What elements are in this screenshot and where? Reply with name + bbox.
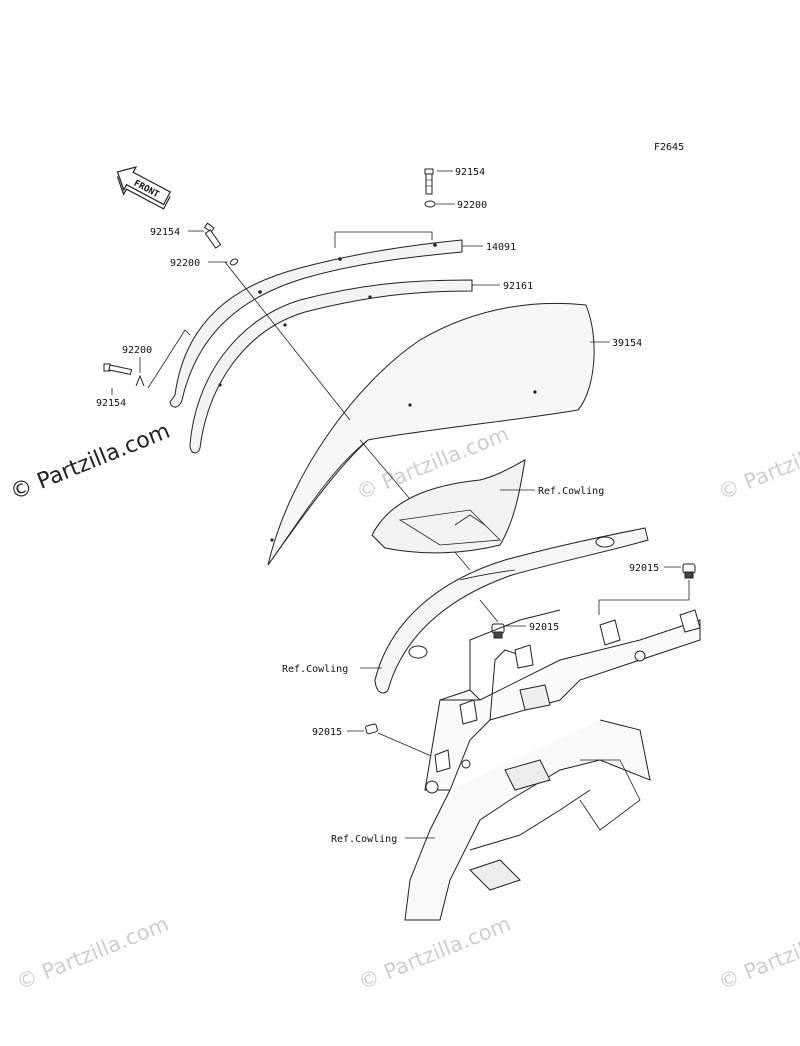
callout-ref-cowling-2: Ref.Cowling <box>282 664 348 675</box>
callout-grommet-left: 92015 <box>312 727 342 738</box>
callout-windshield-bracket: 14091 <box>486 242 516 253</box>
cowling-bracket-part <box>374 527 649 694</box>
cowling-upper-part <box>371 459 526 554</box>
watermark-main: © Partzilla.com <box>7 419 174 506</box>
watermark: © Partzilla.com <box>715 912 800 995</box>
windshield-part <box>267 302 595 566</box>
callout-bolt-lower-left: 92154 <box>96 398 126 409</box>
washer-left-icon <box>229 258 239 266</box>
windshield-seal-part <box>189 279 473 454</box>
figure-code: F2645 <box>654 142 684 153</box>
bolt-left-icon <box>203 222 222 249</box>
grommet-right-icon <box>682 563 696 579</box>
callout-bolt-top: 92154 <box>455 167 485 178</box>
callout-grommet-mid: 92015 <box>529 622 559 633</box>
callout-bolt-left: 92154 <box>150 227 180 238</box>
callout-grommet-right: 92015 <box>629 563 659 574</box>
callout-washer-lower-left: 92200 <box>122 345 152 356</box>
callout-windshield: 39154 <box>612 338 642 349</box>
callout-windshield-seal: 92161 <box>503 281 533 292</box>
bolt-lower-left-icon <box>103 363 133 376</box>
grommet-left-icon <box>365 723 378 735</box>
washer-lower-left-icon <box>135 374 145 387</box>
windshield-bracket-part <box>169 239 463 408</box>
front-arrow-icon: FRONT <box>116 166 172 210</box>
callout-washer-top: 92200 <box>457 200 487 211</box>
watermark: © Partzilla.com <box>13 912 172 995</box>
callout-washer-left: 92200 <box>170 258 200 269</box>
watermark: © Partzilla.com <box>355 912 514 995</box>
washer-top-icon <box>424 200 436 208</box>
callout-ref-cowling-1: Ref.Cowling <box>538 486 604 497</box>
callout-ref-cowling-3: Ref.Cowling <box>331 834 397 845</box>
bolt-top-icon <box>424 168 434 195</box>
cowling-frame-part <box>404 609 701 921</box>
watermark: © Partzilla.com <box>715 422 800 505</box>
